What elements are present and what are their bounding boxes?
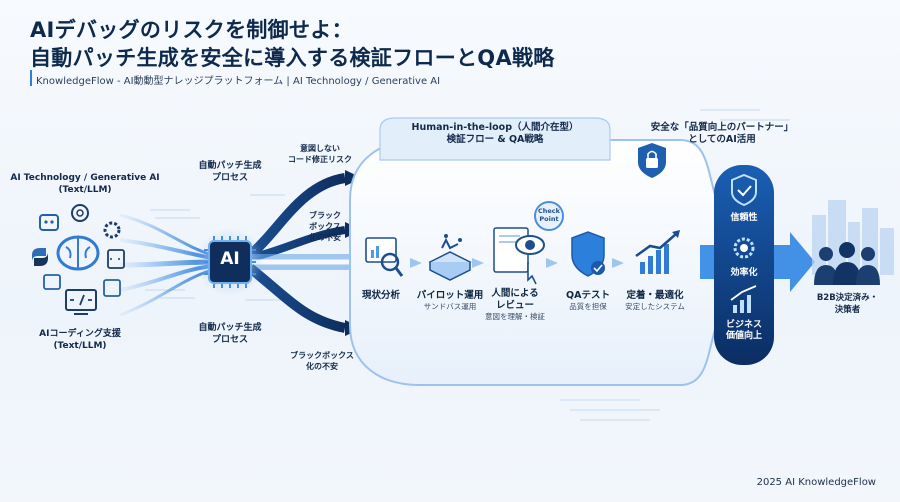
python-icon (32, 248, 48, 266)
risk-label-blackbox-2: ブラックボックス 化の不安 (290, 351, 354, 371)
pillar-reliability: 信頼性 (730, 213, 758, 223)
value-pillar (714, 165, 774, 365)
step-5: 定着・最適化 安定したシステム (610, 290, 700, 312)
code-bracket-icon (43, 274, 61, 290)
patch-label-top: 自動パッチ生成 プロセス (198, 161, 262, 183)
lock-icon (638, 143, 666, 178)
risk-label-blackbox: ブラック ボックス 化の不安 (309, 211, 341, 242)
checkpoint-badge (534, 201, 564, 231)
step-arrows (410, 258, 624, 268)
gear-icon (103, 221, 121, 239)
code-file-icon (107, 249, 125, 269)
efficiency-gear-icon (733, 237, 755, 259)
outcome-label: B2B決定済み・ 決策者 (816, 293, 879, 315)
risk-label-unintended: 意図しない コード修正リスク (288, 144, 352, 164)
input-label-bottom: AIコーディング支援 (Text/LLM) (39, 329, 121, 351)
brain-icon (56, 235, 100, 271)
business-growth-icon (730, 285, 757, 313)
ai-chip-label: AI (220, 249, 240, 269)
ai-chip (196, 228, 264, 296)
code-tag-icon (103, 279, 121, 297)
step-2-title: パイロット運用 (416, 290, 484, 301)
step-4-sub: 品質を担保 (569, 302, 607, 311)
step-3: 人間による レビュー 意図を理解・検証 (470, 288, 560, 322)
trust-shield-icon (731, 173, 757, 207)
robot-chat-icon (39, 214, 59, 231)
patch-label-bottom: 自動パッチ生成 プロセス (198, 323, 262, 345)
title-line-2: 自動パッチ生成を安全に導入する検証フローとQA戦略 (30, 46, 555, 70)
step-4-title: QAテスト (566, 290, 610, 301)
panel-title: Human-in-the-loop（人間介在型） 検証フロー & QA戦略 (411, 122, 579, 145)
business-people-icon (814, 242, 880, 285)
step-2-sub: サンドバス運用 (423, 302, 477, 311)
step-2: パイロット運用 サンドバス運用 (405, 290, 495, 312)
input-label-top: AI Technology / Generative AI (Text/LLM) (10, 173, 160, 195)
growth-chart-icon (635, 230, 680, 274)
monitor-code-icon (65, 289, 97, 315)
step-1-title: 現状分析 (361, 290, 400, 301)
step-3-sub: 意図を理解・検証 (485, 312, 545, 321)
footer-credit: 2025 AI KnowledgeFlow (756, 477, 876, 488)
openai-knot-icon (71, 204, 89, 222)
eye-review-icon (493, 227, 545, 285)
page-title: AIデバッグのリスクを制御せよ： 自動パッチ生成を安全に導入する検証フローとQA… (30, 16, 555, 72)
sandbox-box-icon (428, 234, 472, 281)
step-5-sub: 安定したシステム (625, 302, 685, 311)
checkpoint-label: Check Point (538, 207, 560, 223)
shield-check-icon (571, 231, 605, 277)
step-5-title: 定着・最適化 (626, 290, 684, 301)
step-4: QAテスト 品質を担保 (543, 290, 633, 312)
pillar-efficiency: 効率化 (730, 268, 758, 278)
output-streams (246, 173, 355, 333)
pillar-business-value: ビジネス 価値向上 (725, 320, 762, 341)
partner-label: 安全な「品質向上のパートナー」 としてのAI活用 (650, 122, 794, 145)
step-3-title: 人間による レビュー (491, 288, 539, 311)
title-line-1: AIデバッグのリスクを制御せよ： (30, 18, 353, 42)
page-subtitle: KnowledgeFlow - AI動動型ナレッジプラットフォーム | AI T… (36, 76, 441, 87)
step-1: 現状分析 (336, 290, 426, 302)
title-accent-bar (30, 70, 32, 86)
chart-magnifier-icon (365, 237, 404, 277)
